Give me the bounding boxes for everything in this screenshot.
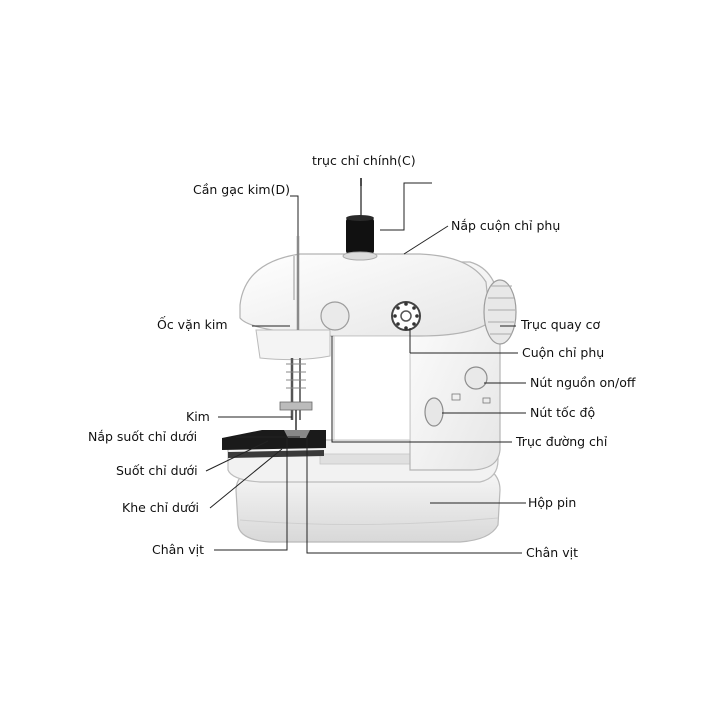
label-power-button: Nút nguồn on/off [530,375,636,390]
bobbin-winder-wheel [391,301,421,331]
label-main-spindle: trục chỉ chính(C) [312,153,416,168]
needle-plate [222,430,326,458]
label-presser-foot-right: Chân vịt [526,545,578,560]
label-lower-thread-slot: Khe chỉ dưới [122,500,200,515]
label-bobbin-cover: Nắp suốt chỉ dưới [88,429,198,444]
power-button [464,366,488,390]
stitch-dial [320,301,350,331]
label-battery-box: Hộp pin [528,495,577,510]
label-thread-guide-bar: Cần gạc kim(D) [193,182,290,197]
label-hand-wheel: Trục quay cơ [521,317,601,332]
machine-arm [239,253,491,361]
speed-button [424,397,444,427]
hand-wheel [483,279,517,345]
label-bobbin-winder: Cuộn chỉ phụ [522,345,605,360]
needle-assembly [279,358,313,438]
label-presser-foot-left: Chân vịt [152,542,204,557]
thread-spool [342,178,378,261]
label-bobbin-winder-cap: Nắp cuộn chỉ phụ [451,218,561,233]
arm-opening [333,335,411,441]
thread-guide-bar [293,236,300,330]
leader-lines [205,178,526,554]
label-speed-button: Nút tốc độ [530,405,596,420]
label-lower-bobbin: Suốt chỉ dưới [116,463,198,478]
label-needle-screw: Ốc vặn kim [157,317,228,332]
label-thread-path: Trục đường chỉ [516,434,608,449]
label-needle: Kim [186,409,210,424]
